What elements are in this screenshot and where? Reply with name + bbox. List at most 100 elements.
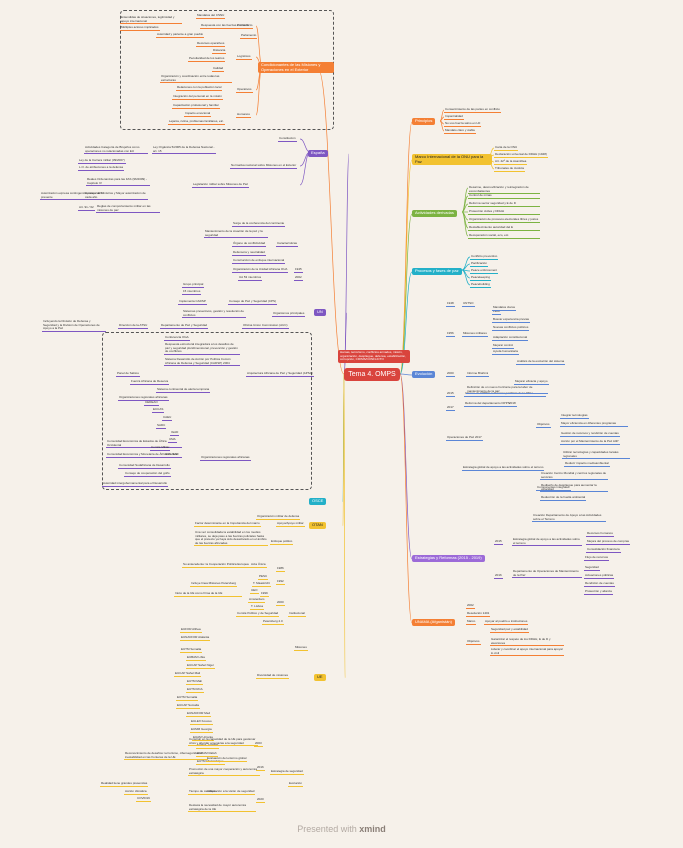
- branch-evolucion[interactable]: Evolución: [412, 371, 436, 378]
- ue-2020a[interactable]: Tiempo de cambios: [188, 789, 217, 795]
- politicos-item[interactable]: Autoridad y pariente a gran pueblo: [156, 32, 205, 38]
- ue-item[interactable]: T. Lisboa: [250, 604, 265, 610]
- ue-item[interactable]: UEO: [250, 588, 259, 594]
- ue-mision[interactable]: EUCAP Sahel Níger: [186, 663, 215, 669]
- otan-item[interactable]: Enfoque politico: [270, 539, 294, 545]
- espana-item[interactable]: Legislación militar sobre Misiones de Pa…: [192, 182, 250, 188]
- africa-acronym[interactable]: Comité Militar: [150, 445, 171, 451]
- ue-2020b[interactable]: Realidad tiene grandes presencias: [100, 781, 149, 787]
- actividad-item[interactable]: Restablecimiento autoridad del E: [468, 225, 540, 231]
- operativos-label[interactable]: Operativos: [236, 87, 253, 93]
- ua-item[interactable]: 1945: [294, 267, 303, 273]
- africa-item[interactable]: Sistema Desarrollo de Acción por Polític…: [164, 357, 240, 367]
- ue-item[interactable]: Petersberg 2.0: [262, 619, 284, 625]
- africa-acronym[interactable]: CEN-SAD: [164, 452, 180, 458]
- ua-item[interactable]: UA 53 miembros: [238, 275, 263, 281]
- marco-item[interactable]: Tribunales de Justicia: [494, 166, 525, 172]
- unama-item[interactable]: Apoyar al pueblo e instituciones: [484, 619, 529, 625]
- otan-item[interactable]: Factor determinante en la Importancia de…: [194, 521, 261, 527]
- unama-item[interactable]: Objetivos: [466, 639, 481, 645]
- ue-item[interactable]: 2020: [256, 797, 265, 803]
- ua-item[interactable]: Organizaciones regionales africanas: [200, 455, 251, 461]
- evolucion-item[interactable]: UNTSO: [462, 301, 475, 307]
- africa-acronym[interactable]: CEDEAO: [144, 400, 159, 406]
- evolucion-item[interactable]: Análisis de la evolución del sistema: [516, 359, 566, 365]
- otan-item[interactable]: Organización militar de defensa: [256, 514, 301, 520]
- actividad-item[interactable]: Reforma sector seguridad y E de D: [468, 201, 540, 207]
- branch-ue[interactable]: UE: [314, 674, 326, 681]
- ue-mision[interactable]: EUTM Somalia: [176, 695, 199, 701]
- evolucion-item[interactable]: Mayor eficiencia en diferentes programas: [560, 421, 628, 427]
- africa-acronym[interactable]: UMA: [168, 437, 177, 443]
- branch-marco[interactable]: Marco Internacional de la ONU para la Pa…: [412, 154, 492, 166]
- estrategia-item[interactable]: Protección y alianza: [584, 589, 613, 595]
- africa-acronym[interactable]: IGAD: [170, 430, 180, 436]
- ua-item[interactable]: Oficina Union Commission (AUC): [242, 323, 289, 329]
- evolucion-item[interactable]: 1948: [446, 301, 455, 307]
- logisticos-item[interactable]: Recursos operativos: [196, 41, 226, 47]
- principio-item[interactable]: Consentimiento de las partes en conflict…: [444, 107, 501, 113]
- ue-mision[interactable]: EUAM Ucrania: [192, 735, 214, 741]
- espana-item[interactable]: Reales Ordenanzas para las FAS (96/2009)…: [86, 177, 150, 187]
- ua-item[interactable]: Construcción de enfoque internacional: [232, 258, 286, 264]
- unama-item[interactable]: Marco: [466, 619, 477, 625]
- ua-item[interactable]: Mantenimiento de la creación de la paz y…: [204, 229, 268, 239]
- ue-mision[interactable]: EUTM Mali: [186, 679, 203, 685]
- ue-item[interactable]: EUNAVFOR Atalanta: [180, 635, 211, 641]
- operativos-item[interactable]: Organización y coordinación entre todas …: [160, 74, 232, 84]
- espana-item[interactable]: Art. 91 / 62: [78, 205, 95, 211]
- logisticos-item[interactable]: Distancia: [212, 48, 227, 54]
- ue-mision[interactable]: EUTM RCA: [186, 687, 204, 693]
- ue-mision[interactable]: EUNAVFOR Med: [186, 711, 212, 717]
- espana-item[interactable]: Actividades Categoría de Brujeños como o…: [84, 145, 148, 155]
- humanos-item[interactable]: Lejanía, rutina, problemas familiares, e…: [168, 119, 225, 125]
- espana-item[interactable]: Ley Orgánica 5/2005 de la Defensa Nacion…: [152, 145, 216, 155]
- africa-item[interactable]: Comunidad Sudafricana de Desarrollo: [118, 463, 171, 469]
- evolucion-item[interactable]: Mejorar control: [492, 343, 515, 349]
- humanos-label[interactable]: Humanos: [236, 112, 251, 118]
- ue-mision[interactable]: EULEX Kosovo: [190, 719, 213, 725]
- ue-2016a[interactable]: Reconocimiento de desafíos: terrorismo, …: [124, 751, 208, 761]
- evolucion-item[interactable]: 2000: [446, 371, 455, 377]
- ua-item[interactable]: Departamento de Paz y Seguridad: [160, 323, 209, 329]
- africa-item[interactable]: Consejo de cooperación del golfo: [124, 471, 171, 477]
- ue-mision[interactable]: EUMM Georgia: [190, 727, 213, 733]
- ue-mision[interactable]: EUCAP Sahel Mali: [174, 671, 202, 677]
- ue-mision[interactable]: EUPOL COPPS: [196, 743, 220, 749]
- ua-item[interactable]: Organización de la Unidad Africana OUA: [232, 267, 289, 273]
- ue-item[interactable]: 2016: [256, 765, 265, 771]
- evolucion-item[interactable]: Definición de un nuevo horizonte para la…: [466, 385, 548, 395]
- ua-item[interactable]: Arquitectura Africana de Paz y Seguridad…: [246, 371, 314, 377]
- ue-item[interactable]: 1999: [260, 591, 269, 597]
- evolucion-item[interactable]: Mejorar eficacia y apoyo: [514, 379, 549, 385]
- espana-item[interactable]: Ley de la Carrera militar (39/2007): [78, 158, 126, 164]
- ue-item[interactable]: Comité Político y de Seguridad: [236, 611, 280, 617]
- ue-item[interactable]: Diversidad de misiones: [256, 673, 290, 679]
- ue-item[interactable]: EUTM Somalia: [180, 647, 203, 653]
- evolucion-item[interactable]: Reducción de la huella ambiental: [540, 495, 587, 501]
- evolucion-item[interactable]: Objetivos: [536, 422, 551, 428]
- espana-item[interactable]: Consejo de Ministros y Mayor autorizació…: [84, 191, 148, 201]
- evolucion-item[interactable]: 1956: [446, 331, 455, 337]
- estrategia-item[interactable]: Seguridad: [584, 565, 600, 571]
- ue-item[interactable]: Inicio de la UE como firma de la UE: [174, 591, 242, 597]
- evolucion-item[interactable]: Buscar experiencia previas: [492, 317, 531, 323]
- evolucion-item[interactable]: Adaptación constitucional: [492, 335, 529, 341]
- branch-estrategias[interactable]: Estrategias y Reformas (2015 - 2019): [412, 555, 485, 562]
- evolucion-item[interactable]: Reducir impacto medioambiental: [564, 461, 610, 467]
- evolucion-item[interactable]: Creación Departamento de Apoyo a las Act…: [532, 513, 606, 523]
- ue-item[interactable]: Institucional: [288, 611, 306, 617]
- estrategia-item[interactable]: 2016: [494, 573, 503, 579]
- ua-item[interactable]: Incluyendo la División de Defensa y Segu…: [42, 319, 106, 332]
- ua-item[interactable]: Dirección de la ATSU: [118, 323, 149, 329]
- espana-item[interactable]: Autorización expresa contingencia para e…: [40, 191, 104, 201]
- ue-item[interactable]: Evolución: [288, 781, 304, 787]
- evolucion-item[interactable]: Informe Brahimi: [466, 371, 490, 377]
- actividad-item[interactable]: Desarme, desmovilización y reintegración…: [468, 185, 540, 195]
- ue-mision[interactable]: EUCAP Somalia: [176, 703, 200, 709]
- unama-item[interactable]: Resolución 1401: [466, 611, 491, 617]
- ue-item[interactable]: Acta Única: [250, 562, 267, 568]
- ue-2020c[interactable]: Acción climática: [124, 789, 148, 795]
- ue-2016b[interactable]: Evaluación del entorno global: [206, 756, 248, 762]
- branch-principios[interactable]: Principios: [412, 118, 436, 125]
